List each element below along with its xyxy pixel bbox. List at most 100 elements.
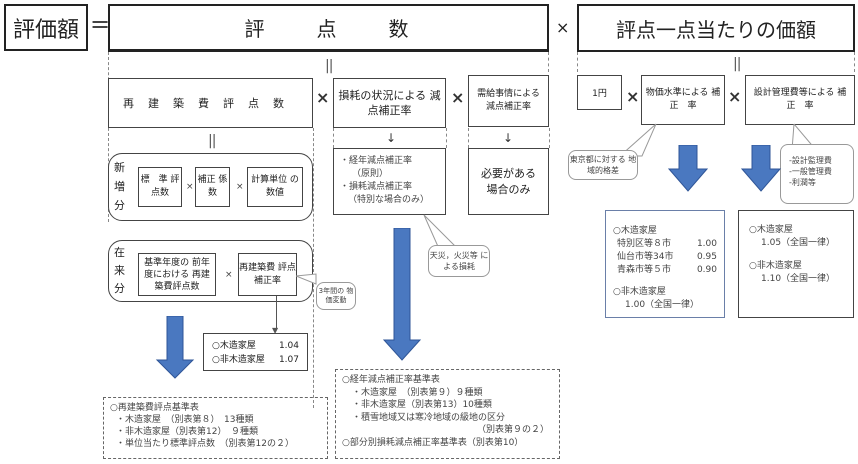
value-cell: 0.90 (696, 265, 717, 275)
multiply-sign: × (728, 87, 742, 106)
table-title: ○木造家屋 (749, 225, 793, 235)
rebuild-cost-label: 再建築費評点数 (123, 97, 298, 110)
multiply-sign: × (225, 270, 233, 280)
multiply-sign: × (316, 88, 330, 107)
design-mgmt-table: ○木造家屋 1.05（全国一律） ○非木造家屋 1.10（全国一律） (738, 210, 854, 318)
base-year-points-label: 基準年度の 前年度における 再建築費評点数 (144, 257, 210, 292)
unit-price-label: 評点一点当たりの価額 (616, 17, 816, 42)
rebuild-rate-box: ○木造家屋 1.04 ○非木造家屋 1.07 (203, 333, 308, 371)
area-cell: 仙台市等34市 (617, 252, 674, 262)
existing-label: 在来分 (114, 246, 125, 295)
equals-sign: = (90, 10, 111, 38)
equals-connector: || (733, 56, 742, 72)
rate-value: 1.07 (278, 355, 299, 365)
guide-line (577, 52, 578, 72)
deterioration-detail-box: ・経年減点補正率 （原則） ・損耗減点補正率 （特別な場合のみ） (333, 148, 446, 215)
multiply-sign: × (236, 182, 244, 192)
rebuild-correction-label: 再建築費 評点補正率 (239, 262, 296, 286)
market-detail-text: 必要がある 場合のみ (481, 166, 536, 196)
table-item: ・積雪地域又は寒冷地域の級地の区分 (352, 412, 506, 423)
price-level-table: ○木造家屋 特別区等８市 1.00 仙台市等34市 0.95 青森市等５市 0.… (605, 210, 725, 318)
new-construction-label: 新増分 (114, 161, 125, 212)
guide-line (333, 128, 334, 148)
design-cost-callout: -設計監理費 -一般管理費 -利潤等 (780, 144, 854, 204)
market-rate-label: 需給事情による 減点補正率 (477, 89, 540, 112)
table-item: ・非木造家屋（別表第13）10種類 (352, 400, 492, 410)
down-arrow-small: ↓ (503, 131, 514, 145)
one-yen-box: 1円 (577, 75, 622, 110)
correction-coef-box: 補正 係数 (195, 167, 230, 207)
table-title: ○非木造家屋 (613, 287, 666, 297)
guide-line (549, 128, 550, 148)
new-construction-group (108, 153, 313, 221)
connector-line (276, 296, 277, 330)
value-cell: 1.00（全国一律） (625, 300, 700, 310)
disaster-callout: 天災，火災等 による損耗 (428, 245, 490, 277)
valuation-amount-box: 評価額 (4, 4, 88, 51)
disaster-callout-text: 天災，火災等 による損耗 (429, 251, 489, 271)
blue-down-arrow-icon (668, 145, 708, 192)
standard-points-box: 標 準 評点数 (138, 167, 182, 207)
price-level-label: 物価水準による 補 正 率 (645, 88, 730, 111)
multiply-sign-top: × (556, 18, 570, 37)
callout-item: -一般管理費 (789, 167, 832, 176)
unit-price-box: 評点一点当たりの価額 (577, 4, 855, 52)
multiply-sign: × (186, 182, 194, 192)
detail-item: ・経年減点補正率 (340, 156, 413, 166)
table-title: ○経年減点補正率基準表 (342, 375, 440, 385)
callout-item: -利潤等 (789, 178, 816, 187)
price-level-box: 物価水準による 補 正 率 (641, 75, 730, 125)
table-row: 青森市等５市 0.90 (613, 264, 717, 277)
guide-line (468, 128, 469, 148)
table-footer: ○部分別損耗減点補正率基準表（別表第10） (342, 437, 524, 448)
multiply-sign: × (451, 88, 465, 107)
deterioration-rate-label: 損耗の状況による 減点補正率 (338, 89, 441, 117)
correction-coef-label: 補正 係数 (197, 175, 228, 198)
rate-row: ○非木造家屋 1.07 (212, 353, 299, 367)
regional-diff-callout-text: 東京都に対する 地域的格差 (569, 155, 637, 175)
down-arrow-small: ↓ (386, 131, 397, 145)
base-year-points-box: 基準年度の 前年度における 再建築費評点数 (138, 253, 216, 296)
standard-points-label: 標 準 評点数 (140, 175, 180, 198)
unit-quantity-box: 計算単位 の数値 (247, 167, 303, 207)
valuation-amount-label: 評価額 (12, 17, 79, 43)
blue-down-arrow-icon (741, 145, 781, 192)
detail-item: （特別な場合のみ） (348, 195, 430, 205)
rebuild-cost-box: 再建築費評点数 (108, 78, 313, 128)
arrow-head-icon: ▼ (272, 326, 279, 335)
design-mgmt-box: 設計管理費等による 補 正 率 (745, 75, 855, 125)
price-change-callout-text: 3年間の 物価変動 (318, 287, 354, 304)
area-cell: 特別区等８市 (617, 239, 672, 249)
rebuild-correction-box: 再建築費 評点補正率 (238, 253, 297, 296)
blue-down-arrow-icon (155, 316, 195, 379)
guide-line (108, 52, 109, 222)
table-row: 仙台市等34市 0.95 (613, 251, 717, 264)
table-title: ○再建築費評点基準表 (110, 403, 199, 413)
rate-row: ○木造家屋 1.04 (212, 339, 299, 353)
callout-item: -設計監理費 (789, 156, 832, 165)
value-cell: 1.00 (696, 239, 717, 249)
equals-connector: || (325, 58, 334, 74)
blue-down-arrow-icon (382, 228, 422, 361)
table-row: 特別区等８市 1.00 (613, 238, 717, 251)
deterioration-rate-box: 損耗の状況による 減点補正率 (333, 78, 446, 128)
unit-quantity-label: 計算単位 の数値 (251, 175, 299, 198)
market-rate-box: 需給事情による 減点補正率 (468, 75, 549, 127)
price-change-callout: 3年間の 物価変動 (316, 282, 356, 310)
area-cell: 青森市等５市 (617, 265, 672, 275)
value-cell: 1.10（全国一律） (761, 274, 836, 284)
rebuild-standard-table: ○再建築費評点基準表 ・木造家屋 （別表第８） 13種類 ・非木造家屋（別表第1… (103, 397, 328, 459)
value-cell: 1.05（全国一律） (761, 238, 836, 248)
market-detail-box: 必要がある 場合のみ (468, 148, 549, 215)
table-item: ・非木造家屋（別表第12） ９種類 (116, 427, 258, 437)
guide-line (313, 128, 314, 408)
existing-group (108, 240, 313, 302)
regional-diff-callout: 東京都に対する 地域的格差 (568, 150, 638, 180)
guide-line (548, 52, 549, 72)
appraisal-points-label: 評 点 数 (244, 17, 413, 41)
detail-item: ・損耗減点補正率 (340, 182, 413, 192)
design-mgmt-label: 設計管理費等による 補 正 率 (753, 88, 856, 111)
table-title: ○木造家屋 (613, 226, 657, 236)
multiply-sign: × (626, 87, 640, 106)
rate-value: 1.04 (278, 341, 299, 351)
